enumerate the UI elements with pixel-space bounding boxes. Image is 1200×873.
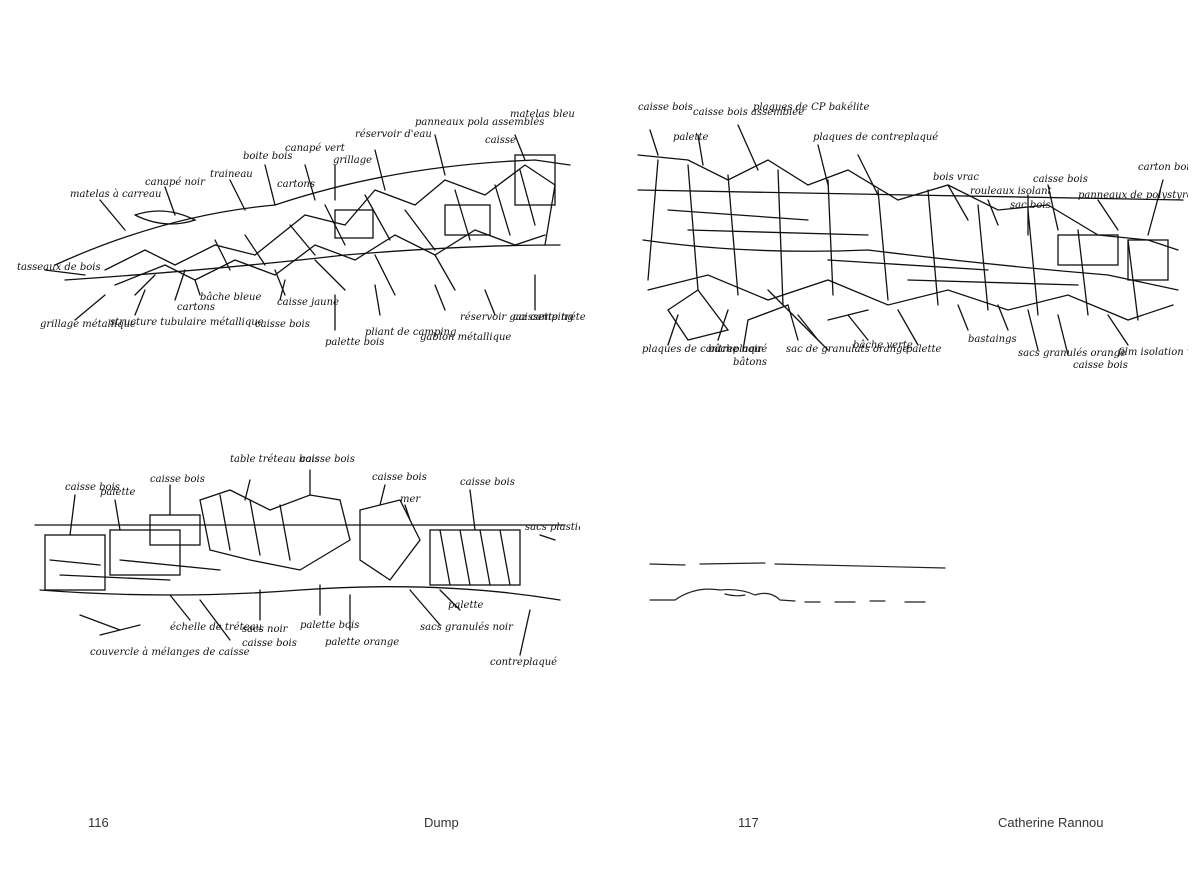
label-caisse-bois-r2: caisse bois (1033, 174, 1088, 185)
label-film-isolation: film isolation vert (1117, 347, 1188, 358)
label-palette-bois: palette bois (300, 620, 359, 631)
dump-sketch-top-right: caisse bois caisse bois assemblée palett… (628, 90, 1188, 390)
label-rouleaux-isolant: rouleaux isolant (970, 186, 1053, 197)
label-sacs-noir: sacs noir (242, 624, 289, 635)
label-traineau: traineau (210, 169, 253, 180)
label-caisse-bois-r3: caisse bois (1073, 360, 1128, 371)
label-caisse-jaune: caisse jaune (277, 297, 339, 308)
label-batons: bâtons (733, 357, 767, 368)
label-contreplaque: contreplaqué (490, 657, 557, 668)
label-polystyrene: panneaux de polystyrène (1078, 190, 1188, 201)
label-carton-bois: carton bois (1138, 162, 1188, 173)
right-page-author: Catherine Rannou (998, 815, 1104, 830)
label-mer: mer (400, 494, 421, 505)
label-bastaings: bastaings (968, 334, 1017, 345)
label-caisse-bois-3: caisse bois (300, 454, 355, 465)
horizon-sketch (645, 550, 955, 620)
label-matelas-bleu: matelas bleu (510, 109, 575, 120)
label-palette-orange: palette orange (325, 637, 399, 648)
label-plaques-cp: plaques de CP bakélite (753, 102, 869, 113)
label-caisse: caisse (485, 135, 516, 146)
label-caisse-bois-2: caisse bois (150, 474, 205, 485)
label-caisse-bois-r1: caisse bois (638, 102, 693, 113)
label-boite-bois: boite bois (243, 151, 293, 162)
label-caisse-bois-5: caisse bois (460, 477, 515, 488)
dump-sketch-top-left: matelas à carreau canapé noir traineau b… (15, 95, 585, 365)
label-canape-noir: canapé noir (145, 177, 206, 188)
label-palette-r1: palette (673, 132, 709, 143)
label-panneaux: panneaux pola assemblés (415, 117, 544, 128)
label-sac-bois: sac bois (1010, 200, 1051, 211)
label-couvercle: couvercle à mélanges de caisse (90, 647, 250, 658)
label-plaques-contreplaque: plaques de contreplaqué (813, 132, 938, 143)
label-reservoir-gaz: réservoir gaz camping (460, 312, 574, 323)
right-page: caisse bois caisse bois assemblée palett… (600, 0, 1200, 873)
label-cartons: cartons (277, 179, 315, 190)
label-gabion: gabion métallique (420, 332, 511, 343)
label-sacs-granules: sacs granulés noir (420, 622, 514, 633)
label-caisse-assemblee: caisse bois assemblée (693, 107, 804, 118)
left-page: matelas à carreau canapé noir traineau b… (15, 95, 585, 830)
left-page-title: Dump (424, 815, 459, 830)
label-grillage-metallique: grillage métallique (40, 319, 136, 330)
label-palette-2: palette (448, 600, 484, 611)
dump-sketch-bottom-left: caisse bois palette caisse bois table tr… (20, 440, 580, 680)
label-caisse-bois-6: caisse bois (242, 638, 297, 649)
label-sacs-plastique: sacs plastique (525, 522, 580, 533)
label-pliant: pliant de camping (365, 327, 456, 338)
label-palette: palette bois (325, 337, 384, 348)
label-bache-noir: bâche noir (708, 344, 763, 355)
label-tasseaux: tasseaux de bois (17, 262, 101, 273)
label-reservoir: réservoir d'eau (355, 129, 432, 140)
label-bois-vrac: bois vrac (933, 172, 979, 183)
label-caissette: caissette tréteau bois (513, 312, 585, 323)
label-structure-tubulaire: structure tubulaire métallique (110, 317, 264, 328)
label-grillage: grillage (333, 155, 372, 166)
label-table: table tréteau bois (230, 454, 320, 465)
label-palette-r2: palette (906, 344, 942, 355)
label-sacs-granules-orange: sacs granulés orange (1018, 348, 1126, 359)
left-page-number: 116 (88, 815, 109, 830)
label-caisse-bois-1: caisse bois (65, 482, 120, 493)
right-page-number: 117 (738, 815, 759, 830)
label-bache-bleue: bâche bleue (200, 292, 261, 303)
label-caisse-bois: caisse bois (255, 319, 310, 330)
label-bache-verte: bâche verte (853, 340, 913, 351)
label-cartons-2: cartons (177, 302, 215, 313)
label-canape-vert: canapé vert (285, 143, 346, 154)
label-palette-1: palette (100, 487, 136, 498)
label-echelle: échelle de tréteau (170, 622, 262, 633)
label-caisse-bois-4: caisse bois (372, 472, 427, 483)
label-sac-granulats: sac de granulats orange (786, 344, 908, 355)
label-plaques-r2: plaques de contreplaqué (642, 344, 767, 355)
label-matelas: matelas à carreau (70, 189, 161, 200)
